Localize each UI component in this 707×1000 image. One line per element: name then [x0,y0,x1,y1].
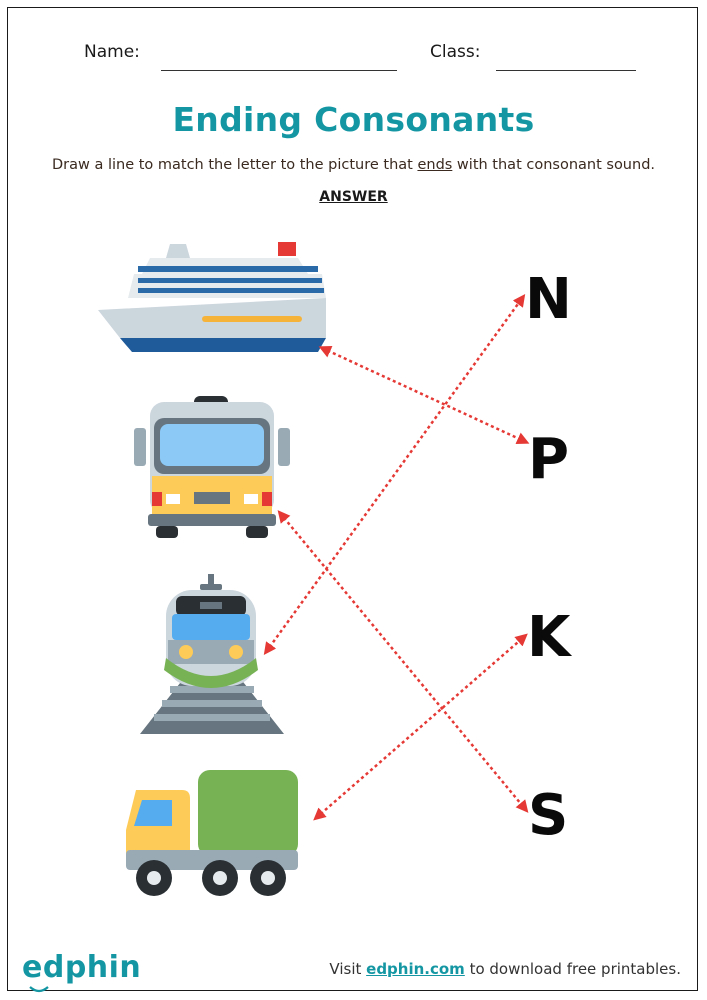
truck-icon [126,770,298,896]
name-label: Name: [84,42,140,62]
edphin-logo: edphin [22,950,142,985]
letter-n[interactable]: N [525,267,572,332]
letter-k[interactable]: K [527,605,571,670]
footer-link[interactable]: edphin.com [366,960,465,978]
letter-p[interactable]: P [528,427,570,492]
footer-text: Visit edphin.com to download free printa… [329,960,681,978]
instruction-emphasis: ends [417,157,453,173]
page-title: Ending Consonants [172,100,535,139]
class-label: Class: [430,42,481,62]
class-field[interactable] [496,70,636,71]
bus-icon [134,396,290,538]
letter-s[interactable]: S [528,783,569,848]
match-line-train-n [263,293,526,656]
name-field[interactable] [161,70,397,71]
train-icon [140,574,284,734]
match-line-bus-s [277,510,529,813]
instruction-text: Draw a line to match the letter to the p… [51,157,656,173]
answer-label: ANSWER [319,189,388,205]
logo-smile-icon [29,986,49,993]
match-line-ship-p [318,345,530,445]
match-line-truck-k [313,633,528,821]
worksheet-border [7,7,698,991]
